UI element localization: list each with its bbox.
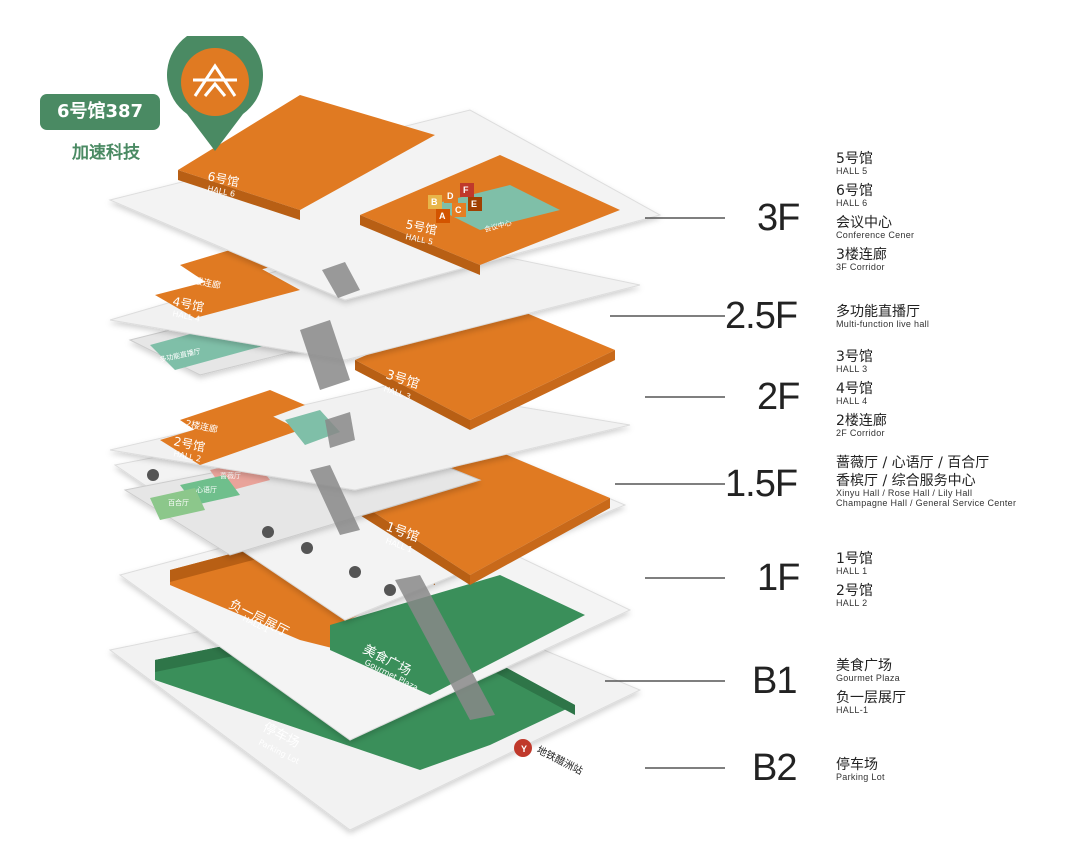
booth-badge: 6号馆387 bbox=[40, 94, 160, 130]
conference-center-area[interactable] bbox=[430, 185, 560, 230]
corridor-2f-area[interactable] bbox=[180, 390, 305, 440]
leader-lines bbox=[605, 217, 725, 769]
metro-icon bbox=[514, 739, 532, 757]
metro-label: 地铁醋洲站 bbox=[535, 743, 585, 777]
entrance-markers bbox=[147, 469, 396, 596]
svg-text:A: A bbox=[439, 211, 446, 221]
hall-6-area[interactable] bbox=[178, 95, 435, 210]
conference-letter-blocks: B D F A C E bbox=[428, 183, 482, 223]
floor-code-1f[interactable]: 1F bbox=[757, 557, 800, 599]
lily-hall-area[interactable] bbox=[150, 488, 205, 520]
hall-4-label: 4号馆 bbox=[171, 293, 205, 314]
gourmet-plaza-area[interactable] bbox=[330, 575, 585, 695]
hall-3-area[interactable] bbox=[355, 300, 615, 420]
floor-code-1-5f[interactable]: 1.5F bbox=[725, 463, 798, 505]
floor-code-b2[interactable]: B2 bbox=[752, 747, 797, 789]
hall-2-area[interactable] bbox=[160, 410, 300, 465]
floor-code-b1[interactable]: B1 bbox=[752, 660, 797, 702]
floor-code-2-5f[interactable]: 2.5F bbox=[725, 295, 798, 337]
floor-code-3f[interactable]: 3F bbox=[757, 197, 800, 239]
hall-6-label: 6号馆 bbox=[206, 168, 240, 189]
svg-text:B: B bbox=[431, 197, 438, 207]
svg-text:E: E bbox=[471, 199, 477, 209]
xinyu-hall-label: 蔷薇厅 bbox=[220, 471, 241, 480]
svg-text:Y: Y bbox=[521, 744, 527, 754]
hall-4-area[interactable] bbox=[155, 268, 300, 318]
metro-station[interactable]: Y 地铁醋洲站 bbox=[514, 739, 585, 777]
floor-2f[interactable]: 3号馆 HALL 3 2号馆 HALL 2 2楼连廊 bbox=[109, 300, 631, 491]
svg-text:C: C bbox=[455, 205, 462, 215]
floor-top[interactable]: 6号馆 HALL 6 5号馆 HALL 5 会议中心 bbox=[108, 95, 662, 301]
svg-text:D: D bbox=[447, 191, 454, 201]
legend-1-5f: 蔷薇厅 / 心语厅 / 百合厅 香槟厅 / 综合服务中心 Xinyu Hall … bbox=[836, 455, 1017, 508]
logo-icon bbox=[193, 63, 237, 97]
rose-hall-label: 心语厅 bbox=[196, 485, 217, 494]
floor-code-2f[interactable]: 2F bbox=[757, 376, 800, 418]
service-area[interactable] bbox=[285, 410, 340, 445]
hall-5-label: 5号馆 bbox=[404, 216, 438, 237]
lily-hall-label: 百合厅 bbox=[168, 498, 189, 507]
escalators bbox=[300, 262, 495, 720]
svg-text:F: F bbox=[463, 185, 469, 195]
brand-name: 加速科技 bbox=[72, 143, 140, 163]
hall-2-label: 2号馆 bbox=[172, 433, 206, 454]
location-pin[interactable] bbox=[165, 36, 265, 156]
